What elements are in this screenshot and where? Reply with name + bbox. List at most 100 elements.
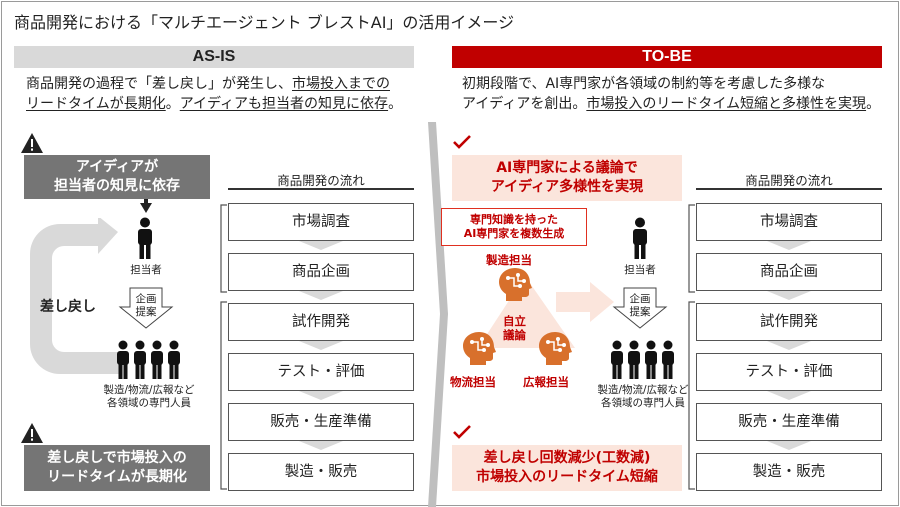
senmon-line: 製造/物流/広報など (103, 384, 195, 396)
step-test-eval: テスト・評価 (696, 353, 882, 391)
teian-line: 提案 (135, 306, 157, 318)
proposal-arrow (118, 287, 174, 329)
step-market-research: 市場調査 (228, 203, 414, 241)
people-group-icon (117, 340, 180, 379)
divider-chevron (428, 122, 448, 507)
check-icon (453, 135, 471, 149)
tobe-highlight-box-1: AI専門家による議論で アイディア多様性を実現 (452, 155, 682, 201)
flow-underline (696, 188, 882, 190)
right-arrow-icon (556, 282, 614, 322)
step-manufacture-sales: 製造・販売 (228, 453, 414, 491)
person-icon (633, 217, 647, 259)
asis-desc-text: 。 (165, 96, 180, 112)
tobe-desc-line-1: 初期段階で、AI専門家が各領域の制約等を考慮した多様な (462, 76, 826, 92)
warning-icon (21, 423, 43, 443)
warning-line: 差し戻しで市場投入の (47, 450, 187, 466)
step-product-planning: 商品企画 (228, 253, 414, 291)
jiritsu-line: 自立 (503, 314, 526, 328)
kikaku-line: 企画 (135, 293, 157, 305)
people-group-icon (611, 340, 674, 379)
highlight-line: 市場投入のリードタイム短縮 (476, 469, 658, 485)
warning-line: リードタイムが長期化 (47, 469, 187, 485)
highlight-line: アイディア多様性を実現 (490, 179, 644, 195)
warning-line: アイディアが (75, 159, 159, 175)
tobe-desc-underline: 市場投入のリードタイム短縮と多様性を実現 (586, 96, 867, 112)
tobe-desc-text: 。 (866, 96, 881, 112)
page-title: 商品開発における「マルチエージェント ブレストAI」の活用イメージ (14, 13, 515, 32)
down-arrow-icon (140, 199, 152, 213)
jiritsu-label: 自立 議論 (503, 314, 526, 342)
step-arrow (299, 441, 343, 450)
step-arrow (767, 441, 811, 450)
tantousha-label: 担当者 (624, 264, 656, 276)
asis-desc-text: 商品開発の過程で「差し戻し」が発生し、 (26, 76, 292, 92)
tobe-banner: TO-BE (452, 46, 882, 68)
flow-heading: 商品開発の流れ (745, 173, 833, 188)
tobe-desc-line-2: アイディアを創出。市場投入のリードタイム短縮と多様性を実現。 (462, 94, 880, 114)
step-arrow (299, 291, 343, 300)
step-arrow (767, 241, 811, 250)
ai-gen-line: AI専門家を複数生成 (463, 227, 565, 240)
flow-bracket (688, 204, 695, 490)
asis-warning-box-1: アイディアが 担当者の知見に依存 (24, 155, 210, 199)
warning-icon (21, 133, 43, 153)
tobe-desc-text: アイディアを創出。 (462, 96, 587, 112)
step-arrow (299, 341, 343, 350)
step-prototype: 試作開発 (696, 303, 882, 341)
ai-head-icon (463, 332, 496, 365)
asis-flow: 商品開発の流れ 市場調査 商品企画 試作開発 テスト・評価 販売・生産準備 製造… (214, 170, 414, 500)
kikaku-teian-label: 企画 提案 (125, 293, 167, 319)
senmon-line: 製造/物流/広報など (597, 384, 689, 396)
asis-desc-text: 。 (388, 96, 403, 112)
tantousha-label: 担当者 (130, 264, 162, 276)
kikaku-line: 企画 (629, 293, 651, 305)
highlight-line: 差し戻し回数減少(工数減) (483, 450, 651, 466)
asis-desc-underline: 市場投入までの (292, 76, 390, 92)
senmon-label: 製造/物流/広報など 各領域の専門人員 (586, 384, 700, 410)
teian-line: 提案 (629, 306, 651, 318)
asis-banner: AS-IS (14, 46, 414, 68)
person-icon (138, 217, 152, 259)
flow-steps: 市場調査 商品企画 試作開発 テスト・評価 販売・生産準備 製造・販売 (696, 203, 882, 500)
jiritsu-line: 議論 (503, 328, 526, 342)
step-arrow (767, 291, 811, 300)
step-prototype: 試作開発 (228, 303, 414, 341)
step-arrow (299, 241, 343, 250)
proposal-arrow (612, 287, 668, 329)
step-arrow (767, 341, 811, 350)
ai-kouhou-label: 広報担当 (523, 375, 569, 389)
ai-generation-box: 専門知識を持った AI専門家を複数生成 (441, 208, 587, 246)
step-sales-prep: 販売・生産準備 (696, 403, 882, 441)
highlight-line: AI専門家による議論で (496, 160, 638, 176)
senmon-line: 各領域の専門人員 (107, 397, 191, 409)
ai-triangle (478, 276, 575, 348)
step-arrow (299, 391, 343, 400)
ai-head-icon (539, 332, 572, 365)
ai-gen-line: 専門知識を持った (470, 213, 558, 226)
step-test-eval: テスト・評価 (228, 353, 414, 391)
flow-steps: 市場調査 商品企画 試作開発 テスト・評価 販売・生産準備 製造・販売 (228, 203, 414, 500)
check-icon (453, 425, 471, 439)
ai-butsuryu-label: 物流担当 (450, 375, 496, 389)
warning-line: 担当者の知見に依存 (54, 178, 180, 194)
flow-underline (228, 188, 414, 190)
senmon-label: 製造/物流/広報など 各領域の専門人員 (92, 384, 206, 410)
step-sales-prep: 販売・生産準備 (228, 403, 414, 441)
loop-back-arrow (30, 218, 120, 374)
sashimodoshi-label: 差し戻し (40, 299, 96, 315)
ai-head-icon (499, 268, 532, 301)
tobe-flow: 商品開発の流れ 市場調査 商品企画 試作開発 テスト・評価 販売・生産準備 製造… (682, 170, 882, 500)
step-market-research: 市場調査 (696, 203, 882, 241)
flow-heading: 商品開発の流れ (277, 173, 365, 188)
asis-warning-box-2: 差し戻しで市場投入の リードタイムが長期化 (24, 445, 210, 491)
step-product-planning: 商品企画 (696, 253, 882, 291)
asis-desc-underline: アイディアも担当者の知見に依存 (179, 96, 389, 112)
step-manufacture-sales: 製造・販売 (696, 453, 882, 491)
asis-desc-line-2: リードタイムが長期化。アイディアも担当者の知見に依存。 (26, 94, 402, 114)
asis-desc-line-1: 商品開発の過程で「差し戻し」が発生し、市場投入までの (26, 74, 390, 94)
step-arrow (767, 391, 811, 400)
kikaku-teian-label: 企画 提案 (619, 293, 661, 319)
senmon-line: 各領域の専門人員 (601, 397, 685, 409)
asis-desc-underline: リードタイムが長期化 (26, 96, 166, 112)
